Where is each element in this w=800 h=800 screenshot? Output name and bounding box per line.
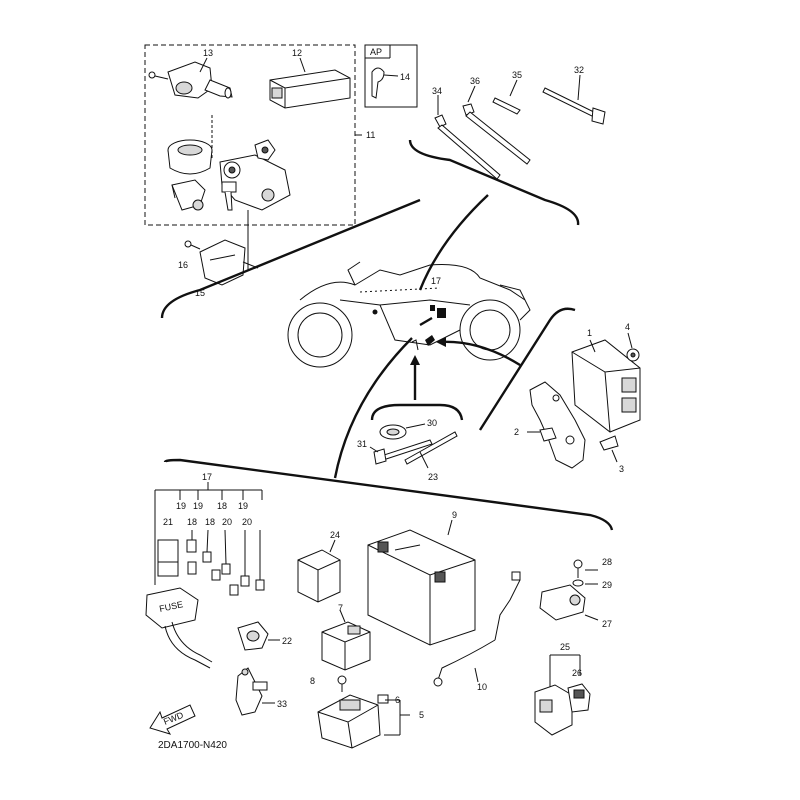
part-label-10: 10 bbox=[477, 682, 487, 692]
callout-arrow-bottom bbox=[333, 337, 413, 479]
key-cylinder-cover bbox=[167, 139, 213, 175]
cable-tie-group bbox=[434, 74, 606, 180]
part-label-11: 11 bbox=[366, 130, 375, 140]
part-label-8: 8 bbox=[310, 676, 315, 686]
diagram-code: 2DA1700-N420 bbox=[158, 740, 227, 751]
part-label-30: 30 bbox=[427, 418, 437, 428]
grommet-group bbox=[369, 423, 458, 469]
part-label-20-a: 20 bbox=[222, 517, 232, 527]
part-label-5: 5 bbox=[419, 710, 424, 720]
relay-holder-part bbox=[237, 621, 280, 651]
starter-relay-assembly bbox=[317, 675, 410, 749]
part-label-6: 6 bbox=[395, 695, 400, 705]
part-label-26: 26 bbox=[572, 668, 582, 678]
relay-part bbox=[297, 539, 341, 603]
part-label-33: 33 bbox=[277, 699, 287, 709]
part-label-22: 22 bbox=[282, 636, 292, 646]
starter-relay-part bbox=[321, 609, 371, 671]
part-label-28: 28 bbox=[602, 557, 612, 567]
part-label-17-bottom: 17 bbox=[202, 472, 212, 482]
part-label-23: 23 bbox=[428, 472, 438, 482]
fwd-arrow-icon: FWD bbox=[149, 704, 196, 735]
part-label-32: 32 bbox=[574, 65, 584, 75]
part-label-29: 29 bbox=[602, 580, 612, 590]
fuse-box bbox=[145, 587, 199, 629]
part-label-24: 24 bbox=[330, 530, 340, 540]
part-label-18-b: 18 bbox=[187, 517, 197, 527]
main-switch-part bbox=[219, 139, 291, 211]
ecu-bracket bbox=[529, 381, 586, 469]
main-switch-group bbox=[144, 44, 362, 270]
callout-arrow-top bbox=[418, 194, 489, 291]
sensor-group bbox=[534, 559, 599, 736]
part-label-27: 27 bbox=[602, 619, 612, 629]
control-unit-box bbox=[269, 69, 351, 109]
part-label-21: 21 bbox=[163, 517, 173, 527]
callout-curve-bottom bbox=[163, 458, 614, 531]
part-label-3: 3 bbox=[619, 464, 624, 474]
fuse-group: FUSE bbox=[145, 482, 265, 669]
part-label-15: 15 bbox=[195, 288, 205, 298]
part-label-14: 14 bbox=[400, 72, 410, 82]
ecu-group bbox=[527, 332, 641, 469]
key-ap-box: AP bbox=[364, 44, 418, 108]
part-label-17-top: 17 bbox=[431, 276, 441, 286]
part-label-25: 25 bbox=[560, 642, 570, 652]
part-label-13: 13 bbox=[203, 48, 213, 58]
part-label-9: 9 bbox=[452, 510, 457, 520]
part-label-31: 31 bbox=[357, 439, 367, 449]
key-icon bbox=[371, 67, 385, 99]
part-label-2: 2 bbox=[514, 427, 519, 437]
part-label-7: 7 bbox=[338, 603, 343, 613]
part-label-19-b: 19 bbox=[193, 501, 203, 511]
motorcycle-silhouette bbox=[287, 261, 531, 368]
part-label-19-a: 19 bbox=[176, 501, 186, 511]
part-label-18-c: 18 bbox=[205, 517, 215, 527]
callout-curve-top bbox=[408, 139, 580, 226]
fuse-text: FUSE bbox=[158, 599, 184, 614]
ignition-lock-part bbox=[148, 61, 233, 99]
part-label-34: 34 bbox=[432, 86, 442, 96]
callout-curve-left bbox=[160, 198, 421, 319]
switch-cover-part bbox=[184, 239, 259, 286]
part-label-35: 35 bbox=[512, 70, 522, 80]
battery-part bbox=[367, 519, 476, 646]
part-label-4: 4 bbox=[625, 322, 630, 332]
part-label-19-c: 19 bbox=[238, 501, 248, 511]
part-label-12: 12 bbox=[292, 48, 302, 58]
battery-lead-part bbox=[433, 571, 521, 687]
ap-label: AP bbox=[370, 47, 382, 57]
callout-curve-middle bbox=[370, 403, 464, 421]
part-label-36: 36 bbox=[470, 76, 480, 86]
callout-curve-right bbox=[478, 307, 576, 431]
lock-bracket-part bbox=[171, 179, 206, 211]
part-label-20-b: 20 bbox=[242, 517, 252, 527]
clamp-part bbox=[235, 667, 275, 716]
fuse-box-marker bbox=[437, 308, 446, 318]
part-label-18-a: 18 bbox=[217, 501, 227, 511]
part-label-16: 16 bbox=[178, 260, 188, 270]
part-label-1: 1 bbox=[587, 328, 592, 338]
part-labels: 13 12 11 14 16 15 34 36 35 32 17 1 4 2 3… bbox=[163, 48, 630, 720]
